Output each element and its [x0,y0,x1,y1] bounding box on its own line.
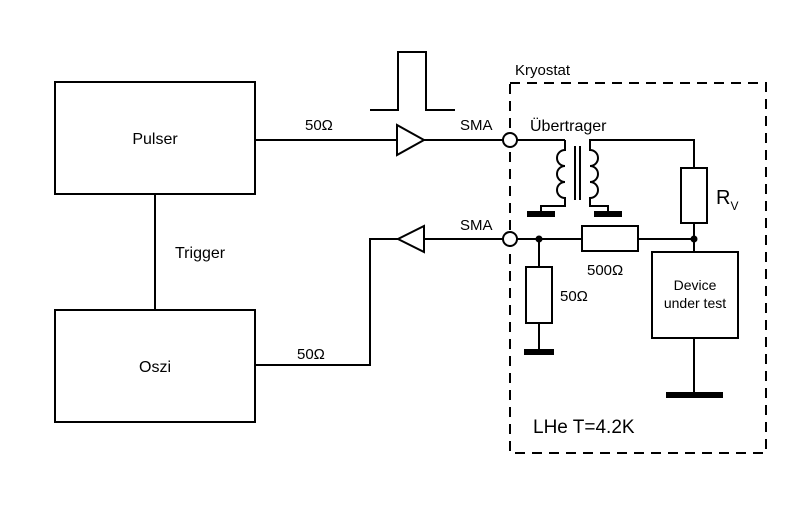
top-sma-label: SMA [460,117,493,134]
shunt-resistor-label: 50Ω [560,288,588,305]
return-amplifier-icon [395,224,425,254]
ground-icon [594,211,622,217]
pulse-waveform-icon [370,51,455,111]
series-resistor-label: 500Ω [587,262,623,279]
transformer-label: Übertrager [530,117,607,135]
bottom-cable [255,238,398,366]
ground-icon [527,211,555,217]
shunt-resistor [525,266,553,324]
top-sma-connector-icon [502,132,518,148]
pulser-label: Pulser [132,131,178,148]
ground-icon [666,392,723,398]
rv-label: RV [716,187,738,213]
oszi-label: Oszi [139,359,171,376]
pulser-block [54,81,256,195]
oszi-block [54,309,256,423]
dut-label-line2: under test [664,295,726,311]
top-cable-impedance: 50Ω [305,117,333,134]
condition-label: LHe T=4.2K [533,417,635,438]
kryostat-boundary [509,82,767,454]
forward-amplifier-icon [396,123,427,157]
kryostat-label: Kryostat [515,62,571,79]
ground-icon [524,349,554,355]
rv-label-subscript: V [730,199,738,213]
bottom-sma-connector-icon [502,231,518,247]
dut-block [651,251,739,339]
transformer-secondary-coil [589,139,695,211]
rv-resistor [680,167,708,224]
trigger-label: Trigger [175,245,226,262]
bottom-cable-impedance: 50Ω [297,346,325,363]
transformer-primary-coil [540,140,566,211]
series-resistor [581,225,639,252]
dut-label-line1: Device [674,277,717,293]
rv-label-main: R [716,187,730,209]
bottom-sma-label: SMA [460,217,493,234]
